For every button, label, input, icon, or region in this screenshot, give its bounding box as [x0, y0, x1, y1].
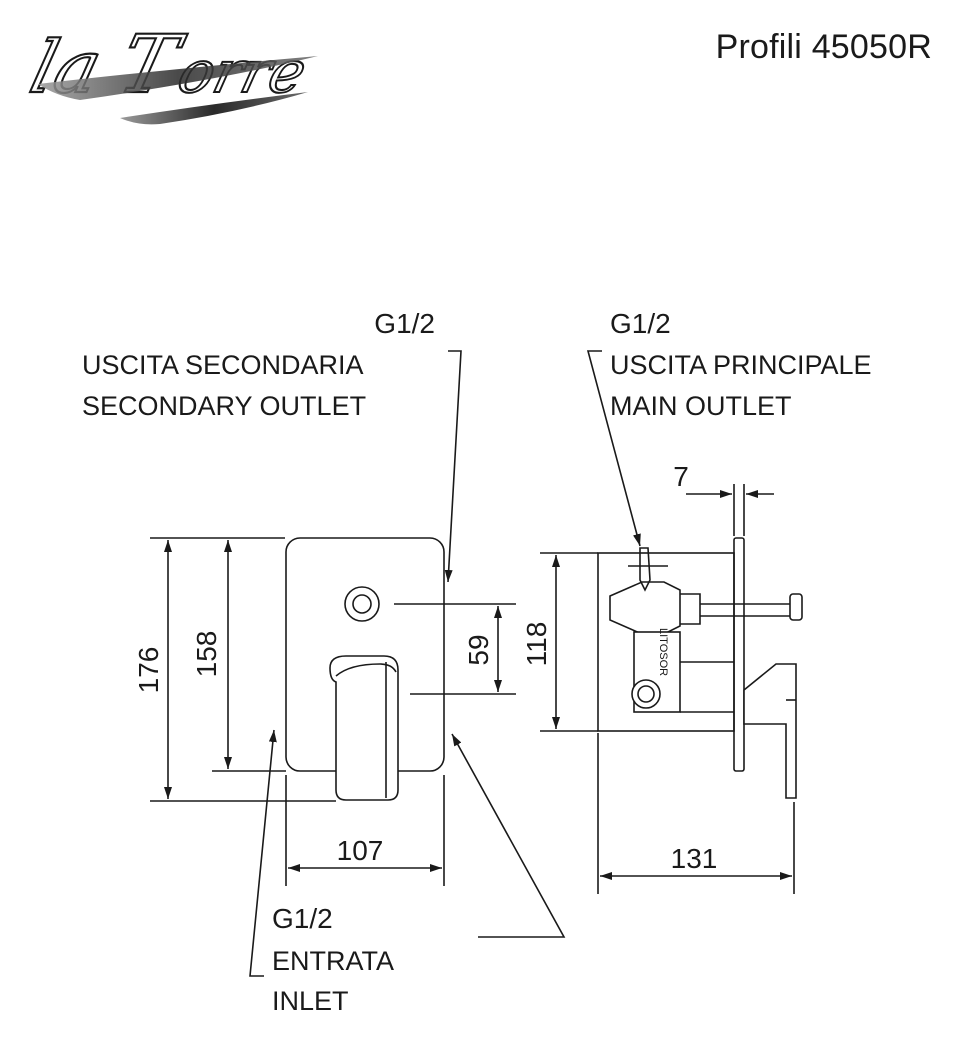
inlet-label-it: ENTRATA: [272, 946, 394, 976]
callout-main-outlet: G1/2 USCITA PRINCIPALE MAIN OUTLET: [610, 308, 872, 421]
dim-body-height: 118: [521, 622, 552, 667]
lever-handle-side: [743, 663, 797, 799]
leader-lines: [249, 350, 641, 977]
dim-outlet-spacing: 59: [463, 634, 494, 665]
dimension-lines: [150, 484, 795, 894]
secondary-outlet-label-en: SECONDARY OUTLET: [82, 391, 366, 421]
dimension-values: 176 158 59 118 107 131 7: [133, 461, 717, 874]
dim-plate-thickness: 7: [673, 461, 689, 492]
main-outlet-label-it: USCITA PRINCIPALE: [610, 350, 872, 380]
valve-cartridge: [609, 547, 803, 713]
dim-overall-height: 176: [133, 647, 164, 694]
main-outlet-thread: G1/2: [610, 308, 671, 339]
dim-plate-height: 158: [191, 631, 222, 678]
front-view: [285, 537, 445, 801]
side-view: LITOSOR: [597, 537, 803, 799]
secondary-outlet-label-it: USCITA SECONDARIA: [82, 350, 364, 380]
secondary-outlet-thread: G1/2: [374, 308, 435, 339]
lever-handle: [329, 655, 399, 801]
body-marking: LITOSOR: [657, 628, 669, 676]
callout-secondary-outlet: G1/2 USCITA SECONDARIA SECONDARY OUTLET: [82, 308, 435, 421]
dim-total-depth: 131: [671, 843, 718, 874]
inlet-thread: G1/2: [272, 903, 333, 934]
inlet-label-en: INLET: [272, 986, 349, 1016]
main-outlet-label-en: MAIN OUTLET: [610, 391, 792, 421]
product-title: Profili 45050R: [715, 28, 932, 66]
cover-plate-side: [733, 537, 745, 772]
brand-logo: la T orre: [20, 0, 320, 140]
callout-inlet: G1/2 ENTRATA INLET: [272, 903, 394, 1016]
diverter-knob: [344, 586, 380, 622]
dim-plate-width: 107: [337, 835, 384, 866]
